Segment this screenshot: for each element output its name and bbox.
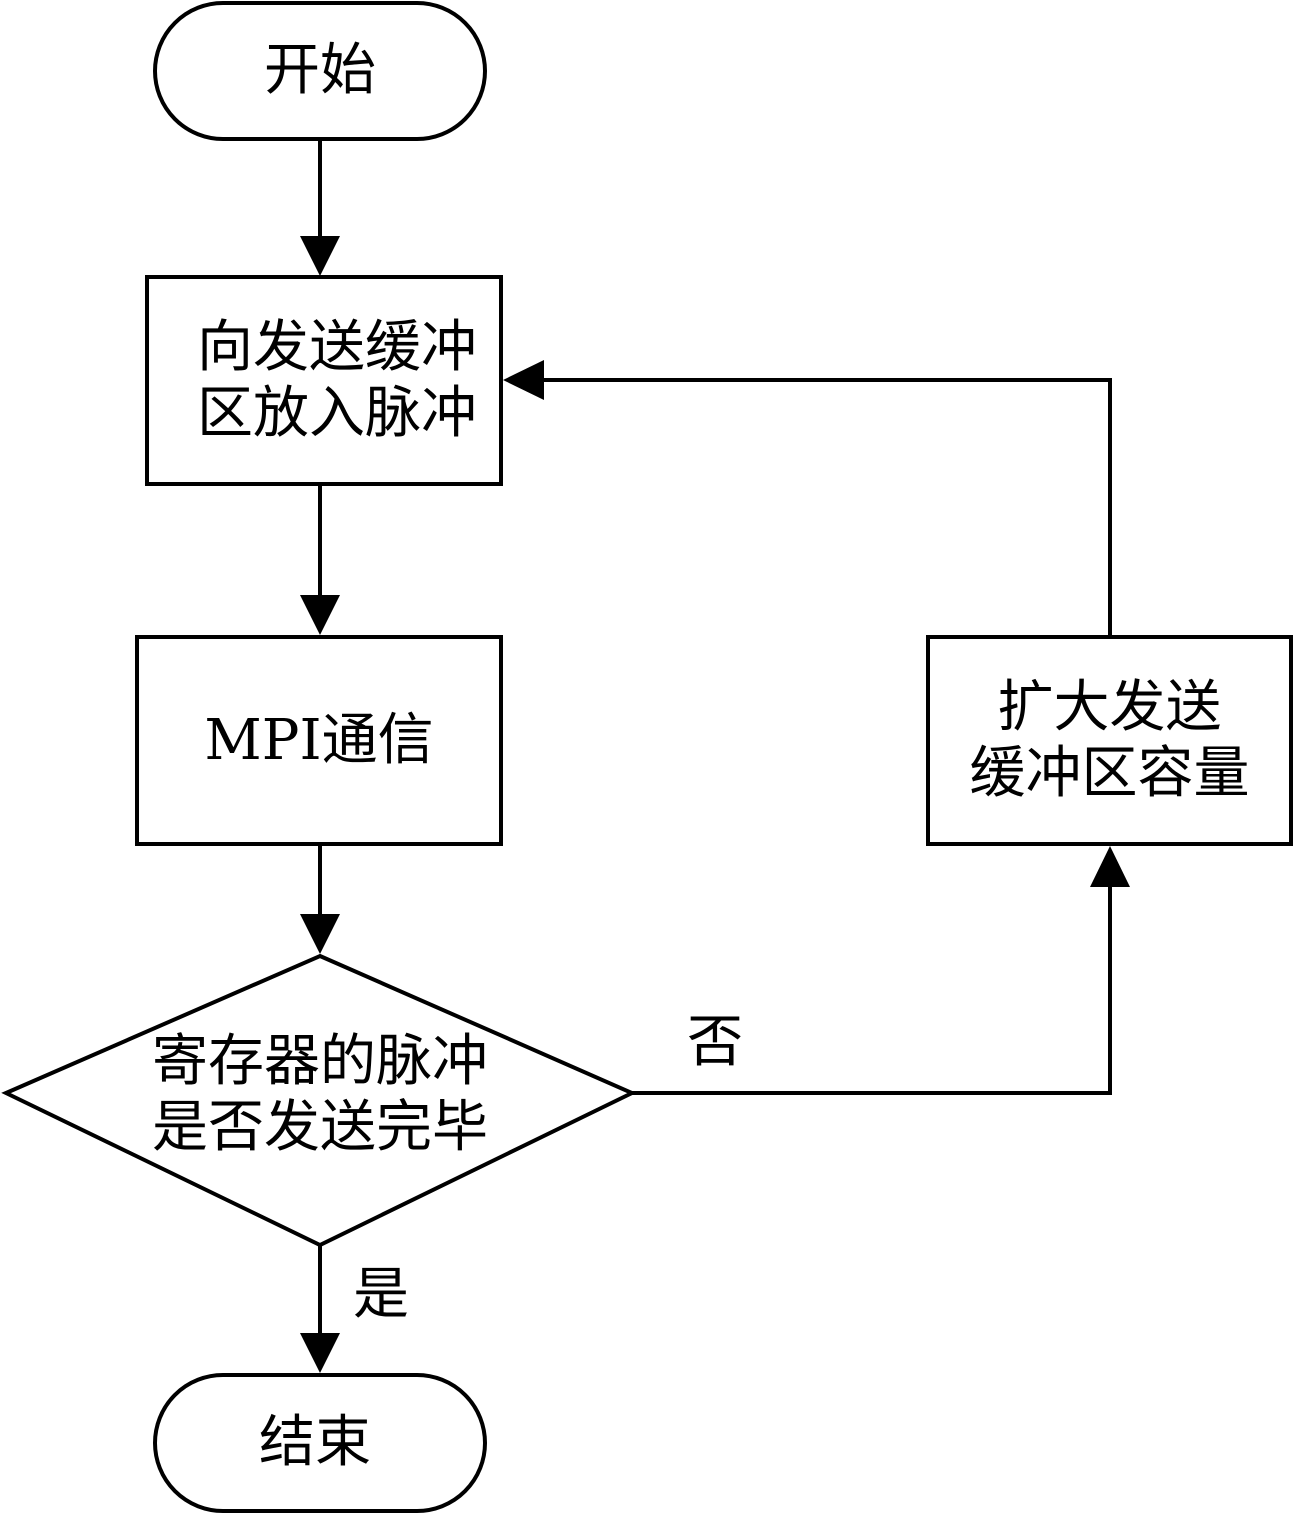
put-pulse-box xyxy=(145,275,503,486)
arrow-start-to-put xyxy=(300,236,340,276)
arrow-decision-to-end xyxy=(300,1333,340,1373)
arrow-mpi-to-decision xyxy=(300,914,340,954)
expand-buffer-text-line1: 扩大发送 xyxy=(997,674,1222,740)
decision-label: 寄存器的脉冲 是否发送完毕 xyxy=(80,1000,560,1190)
mpi-box xyxy=(135,635,503,846)
put-pulse-text-line2: 区放入脉冲 xyxy=(197,380,477,446)
put-pulse-text-line1: 向发送缓冲 xyxy=(197,314,477,380)
edge-label-yes: 是 xyxy=(353,1262,409,1327)
mpi-label: MPI通信 xyxy=(137,637,501,844)
start-label: 开始 xyxy=(155,3,485,139)
arrow-decision-to-expand xyxy=(1090,846,1130,887)
end-terminal xyxy=(153,1373,487,1513)
decision-text-line1: 寄存器的脉冲 xyxy=(152,1029,488,1094)
end-text: 结束 xyxy=(259,1410,371,1475)
mpi-text: MPI通信 xyxy=(204,707,434,773)
expand-buffer-text-line2: 缓冲区容量 xyxy=(969,740,1250,806)
expand-buffer-label: 扩大发送 缓冲区容量 xyxy=(928,637,1291,844)
arrow-expand-to-put xyxy=(503,360,544,400)
arrow-put-to-mpi xyxy=(300,595,340,635)
decision-text-line2: 是否发送完毕 xyxy=(152,1095,488,1160)
end-label: 结束 xyxy=(150,1375,480,1511)
edge-expand-to-put xyxy=(541,378,1112,637)
edge-label-no: 否 xyxy=(687,1010,743,1075)
edge-decision-to-expand xyxy=(632,884,1112,1095)
start-text: 开始 xyxy=(264,38,376,103)
put-pulse-label: 向发送缓冲 区放入脉冲 xyxy=(160,277,514,484)
